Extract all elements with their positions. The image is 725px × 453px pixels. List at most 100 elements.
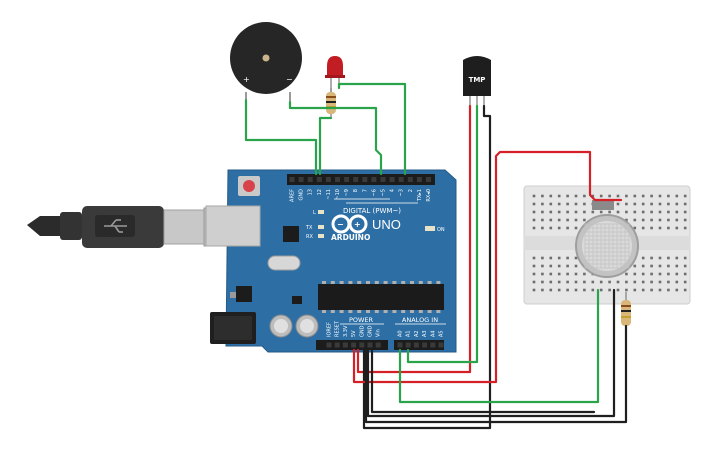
brand-label: ARDUINO [331, 233, 370, 242]
digital-pin-socket[interactable] [353, 177, 359, 182]
wire-tmp-gnd[interactable] [362, 104, 492, 430]
wire-resistor-gnd[interactable] [364, 324, 628, 424]
digital-pin-socket[interactable] [371, 177, 377, 182]
power-label: POWER [349, 316, 374, 324]
power-pin-label: RESET [335, 320, 341, 337]
wire-buzzer-plus[interactable] [244, 98, 318, 176]
buzzer-plus-label: + [243, 75, 250, 84]
analog-pin-label: A5 [439, 330, 445, 337]
digital-pin-socket[interactable] [344, 177, 350, 182]
voltage-regulator [236, 286, 252, 302]
power-pin-label: 5V [351, 330, 357, 337]
digital-pin-label: GND [299, 189, 305, 201]
wire-tmp-signal[interactable] [406, 104, 479, 364]
wire-led-resistor[interactable] [318, 116, 333, 176]
usb-port [205, 205, 261, 247]
digital-pin-label: AREF [290, 189, 296, 202]
digital-pin-socket[interactable] [335, 177, 340, 182]
usb-cable[interactable] [27, 206, 237, 248]
digital-pin-socket[interactable] [289, 177, 295, 182]
power-pin-socket[interactable] [367, 342, 373, 348]
analog-pin-label: A3 [422, 330, 428, 337]
digital-header-label: DIGITAL (PWM~) [343, 207, 401, 215]
power-pin-socket[interactable] [359, 342, 365, 348]
svg-text:+: + [354, 220, 361, 229]
digital-pin-label: TX▸1 [417, 189, 423, 202]
digital-pin-label: ~11 [326, 189, 332, 200]
gas-sensor[interactable] [575, 200, 639, 278]
wire-gas-gnd[interactable] [366, 288, 616, 418]
capacitor [295, 314, 319, 338]
sensor-resistor[interactable] [621, 292, 631, 326]
led-resistor[interactable] [326, 88, 336, 118]
wire-gas-vcc[interactable] [352, 150, 623, 384]
svg-text:−: − [337, 220, 344, 229]
power-pin-label: Vin [376, 329, 382, 337]
digital-pin-label: 2 [408, 189, 414, 192]
analog-pin-label: A0 [398, 330, 404, 337]
digital-pin-label: ~5 [381, 189, 387, 196]
digital-pin-socket[interactable] [407, 177, 413, 182]
digital-pin-socket[interactable] [389, 177, 395, 182]
reset-button-cap[interactable] [243, 180, 255, 192]
digital-pin-socket[interactable] [380, 177, 386, 182]
wire-gnd-extra[interactable] [370, 348, 596, 414]
digital-pin-socket[interactable] [316, 177, 322, 182]
red-led[interactable] [325, 56, 345, 92]
atmega-microcontroller [318, 284, 444, 310]
piezo-buzzer[interactable]: + − [230, 22, 302, 102]
digital-pin-label: ~9 [344, 189, 350, 196]
digital-pin-socket[interactable] [298, 177, 304, 182]
power-pin-socket[interactable] [334, 342, 340, 348]
wire-led-anode[interactable] [337, 82, 407, 176]
analog-pin-socket[interactable] [430, 342, 436, 348]
digital-pin-label: 4 [390, 189, 396, 192]
arduino-logo-icon [331, 214, 368, 234]
digital-pin-label: 8 [353, 189, 359, 192]
digital-pin-socket[interactable] [325, 177, 331, 182]
led-l [318, 210, 324, 214]
digital-pin-socket[interactable] [307, 177, 313, 182]
power-pin-socket[interactable] [375, 342, 381, 348]
analog-pin-socket[interactable] [413, 342, 419, 348]
usb-controller-chip [283, 226, 299, 242]
digital-pin-label: ~10 [335, 189, 341, 200]
digital-pin-label: ~3 [399, 189, 405, 196]
digital-pin-socket[interactable] [416, 177, 422, 182]
power-pin-socket[interactable] [342, 342, 348, 348]
analog-pin-socket[interactable] [438, 342, 444, 348]
analog-pin-socket[interactable] [397, 342, 403, 348]
analog-pin-socket[interactable] [422, 342, 428, 348]
power-pin-socket[interactable] [351, 342, 357, 348]
power-pin-label: IOREF [327, 322, 333, 337]
digital-pin-socket[interactable] [362, 177, 368, 182]
usb-icon [104, 219, 127, 233]
tmp-temperature-sensor[interactable]: TMP [463, 56, 491, 106]
wire-gas-signal[interactable] [398, 288, 600, 404]
digital-pin-socket[interactable] [426, 177, 431, 182]
digital-pin-label: 12 [317, 189, 323, 195]
wire-tmp-vcc[interactable] [356, 104, 472, 374]
digital-header[interactable] [287, 174, 435, 185]
digital-pin-socket[interactable] [398, 177, 404, 182]
led-tx-label: TX [305, 225, 313, 231]
led-rx-label: RX [306, 234, 313, 240]
power-pin-label: GND [359, 325, 365, 337]
capacitor [269, 314, 293, 338]
analog-header[interactable] [394, 340, 444, 350]
analog-pin-socket[interactable] [405, 342, 411, 348]
power-pin-socket[interactable] [326, 342, 332, 348]
led-rx [318, 234, 324, 238]
led-l-label: L [313, 210, 316, 216]
analog-pin-label: A4 [430, 330, 436, 337]
buzzer-minus-label: − [286, 75, 293, 84]
analog-label: ANALOG IN [402, 316, 438, 324]
wire-buzzer-minus[interactable] [288, 100, 383, 176]
analog-pin-label: A1 [406, 330, 412, 337]
tmp-sensor-label: TMP [469, 76, 486, 84]
digital-pin-label: 7 [362, 189, 368, 192]
